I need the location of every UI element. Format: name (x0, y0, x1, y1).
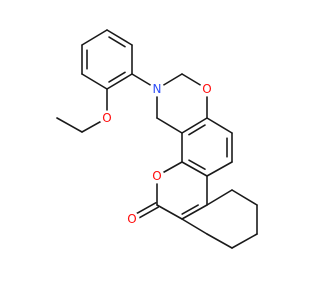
lactone-oxygen-label-bg (149, 168, 165, 184)
ring-nitrogen-label: N (153, 82, 162, 96)
bond-r3-r4 (206, 117, 233, 134)
bond-Cb-CH2 (156, 117, 183, 134)
bond-Cc-r7 (156, 204, 183, 220)
bond-r3-Cb (181, 117, 208, 134)
molecule-canvas: N O O O O (56, 29, 258, 249)
bond-r5-r6 (206, 161, 233, 177)
bond-a6-a1 (106, 73, 133, 90)
bond-inner-a6-a1 (108, 71, 126, 83)
bond-a5-a6 (81, 73, 108, 90)
bond-a3-a4 (81, 29, 108, 46)
bond-h2-h3 (231, 233, 258, 249)
bond-h5-r8 (206, 189, 233, 206)
ethoxy-oxygen-label: O (102, 111, 111, 125)
ring-oxygen-label: O (202, 82, 211, 96)
bond-inner-r6-r1 (188, 159, 206, 170)
bond-inner-r7-r8 (181, 204, 199, 215)
ring-nitrogen-label-bg (149, 81, 165, 97)
ethoxy-oxygen-label-bg (99, 110, 115, 126)
carbonyl-oxygen-label: O (127, 212, 136, 226)
bond-a2-a3 (106, 29, 133, 46)
bond-h4-h5 (231, 189, 258, 206)
bond-inner-a2-a3 (108, 36, 126, 48)
bond-inner-r3-Cb (188, 124, 206, 136)
bond-r7-r8 (181, 204, 208, 220)
lactone-oxygen-label: O (152, 169, 161, 183)
ring-oxygen-label-bg (199, 81, 215, 97)
bond-r7-h1 (181, 218, 208, 235)
bond-r6-r1 (181, 161, 208, 177)
bond-e1-e2 (56, 117, 83, 133)
molecule-structure: N O O O O (56, 29, 258, 249)
bond-h1-h2 (206, 233, 233, 249)
carbonyl-oxygen-label-bg (124, 211, 140, 227)
